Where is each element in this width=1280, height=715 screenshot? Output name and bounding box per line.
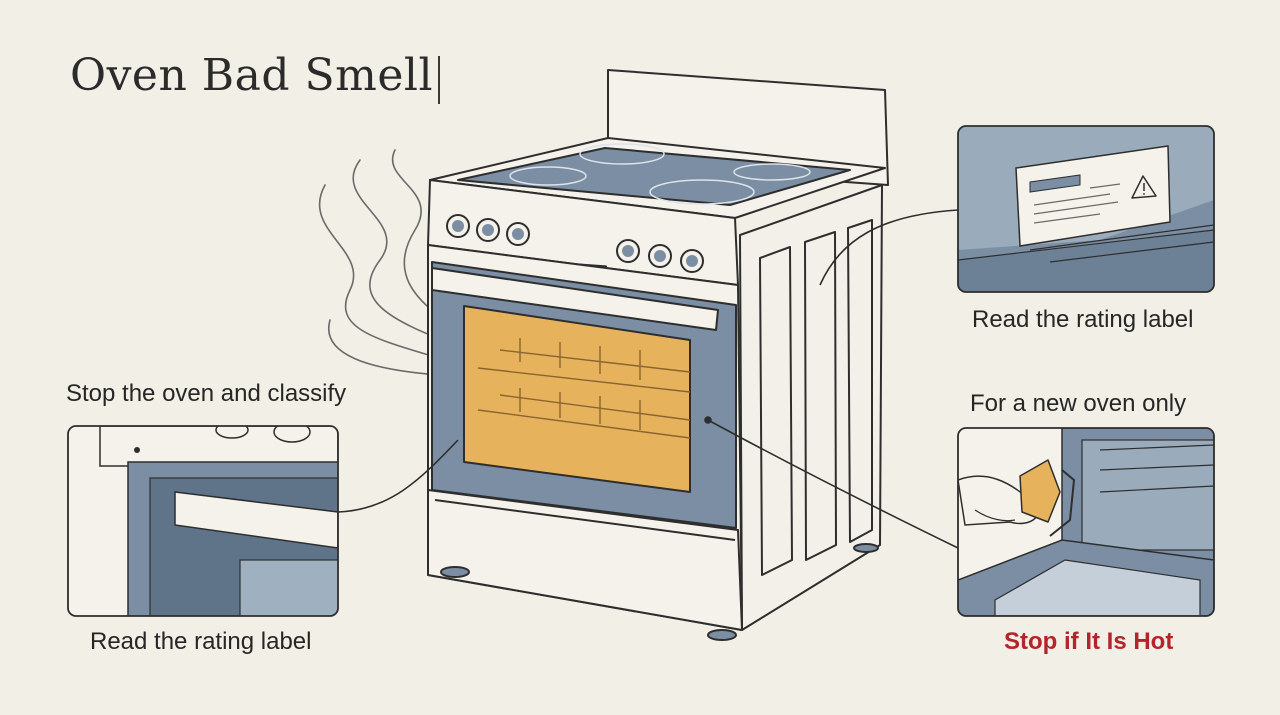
warning-triangle-icon bbox=[1131, 175, 1157, 199]
smell-fumes-icon bbox=[318, 149, 461, 376]
oven bbox=[427, 69, 889, 641]
detail-panel-bottom-right bbox=[957, 427, 1215, 617]
detail-panel-left bbox=[67, 425, 339, 617]
label-rating-left: Read the rating label bbox=[90, 628, 312, 655]
leader-lines bbox=[337, 209, 959, 549]
text-cursor bbox=[438, 56, 440, 104]
detail-panel-top-right bbox=[957, 125, 1215, 293]
page-title: Oven Bad Smell bbox=[70, 50, 434, 101]
label-stop-if-hot: Stop if It Is Hot bbox=[1004, 628, 1174, 655]
label-new-oven: For a new oven only bbox=[970, 390, 1187, 417]
oven-mitt-icon bbox=[1019, 459, 1061, 523]
label-stop-classify: Stop the oven and classify bbox=[66, 380, 347, 407]
label-rating-right: Read the rating label bbox=[972, 306, 1194, 333]
